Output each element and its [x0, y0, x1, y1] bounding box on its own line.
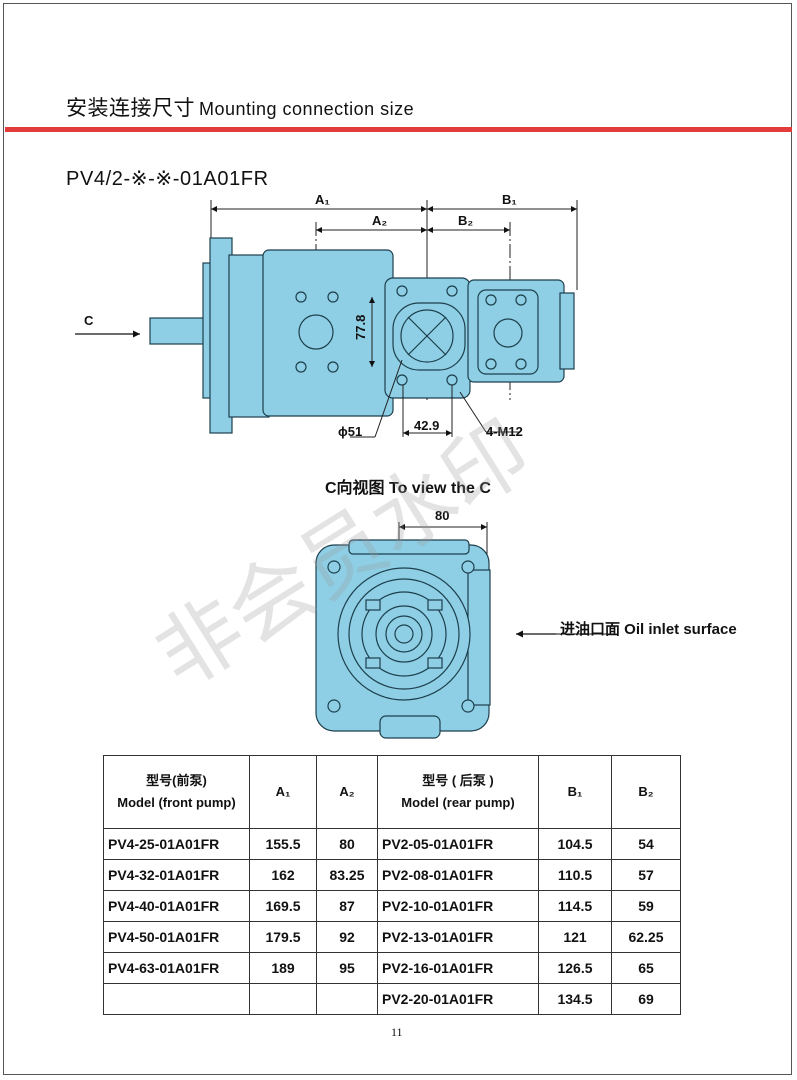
cell-front-model: PV4-32-01A01FR [103, 859, 250, 891]
cell-rear-model: PV2-16-01A01FR [377, 952, 539, 984]
page-border [3, 3, 792, 1075]
col-rear-model-cn: 型号 ( 后泵 ) [422, 773, 494, 788]
col-front-model-cn: 型号(前泵) [146, 773, 207, 788]
cell-rear-model: PV2-13-01A01FR [377, 921, 539, 953]
view-caption: C向视图 To view the C [325, 480, 491, 497]
page-number: 11 [391, 1025, 403, 1039]
col-b1: B₁ [538, 755, 612, 829]
cell-b1: 110.5 [538, 859, 612, 891]
cell-b1: 114.5 [538, 890, 612, 922]
table-row: PV2-20-01A01FR 134.5 69 [103, 983, 681, 1015]
col-front-model: 型号(前泵) Model (front pump) [103, 755, 250, 829]
cell-b1: 104.5 [538, 828, 612, 860]
cell-b2: 65 [611, 952, 681, 984]
cell-b2: 57 [611, 859, 681, 891]
cell-front-model: PV4-25-01A01FR [103, 828, 250, 860]
dim-height-label: 77.8 [353, 315, 368, 340]
cell-rear-model: PV2-05-01A01FR [377, 828, 539, 860]
watermark-text: 非会员水印 [139, 401, 547, 707]
table-row: PV4-32-01A01FR 162 83.25 PV2-08-01A01FR … [103, 859, 681, 891]
pump-front-view [315, 539, 491, 739]
dim-b1-label: B₁ [502, 192, 517, 207]
table-row: PV4-63-01A01FR 189 95 PV2-16-01A01FR 126… [103, 952, 681, 984]
cell-a2: 83.25 [316, 859, 378, 891]
col-b2: B₂ [611, 755, 681, 829]
table-row: PV4-25-01A01FR 155.5 80 PV2-05-01A01FR 1… [103, 828, 681, 860]
cell-b2: 59 [611, 890, 681, 922]
cell-b1: 134.5 [538, 983, 612, 1015]
model-code: PV4/2-※-※-01A01FR [66, 168, 269, 190]
dim-thread-label: 4-M12 [486, 424, 523, 439]
cell-b2: 54 [611, 828, 681, 860]
dim-a1-label: A₁ [315, 192, 330, 207]
cell-rear-model: PV2-08-01A01FR [377, 859, 539, 891]
view-arrow-label: C [84, 313, 94, 328]
cell-front-model: PV4-50-01A01FR [103, 921, 250, 953]
cell-a2: 92 [316, 921, 378, 953]
cell-a2: 80 [316, 828, 378, 860]
section-title-en: Mounting connection size [199, 99, 415, 119]
spec-table: 型号(前泵) Model (front pump) A₁ A₂ 型号 ( 后泵 … [103, 755, 681, 1015]
col-rear-model-en: Model (rear pump) [401, 795, 515, 810]
cell-b1: 121 [538, 921, 612, 953]
section-title-cn: 安装连接尺寸 [66, 96, 195, 120]
cell-a1 [249, 983, 317, 1015]
col-a1: A₁ [249, 755, 317, 829]
cell-front-model [103, 983, 250, 1015]
cell-rear-model: PV2-20-01A01FR [377, 983, 539, 1015]
cell-a2 [316, 983, 378, 1015]
cell-a2: 87 [316, 890, 378, 922]
cell-a1: 189 [249, 952, 317, 984]
dim-phi-label: ϕ51 [338, 424, 362, 439]
dim-b2-label: B₂ [458, 213, 473, 228]
table-row: PV4-40-01A01FR 169.5 87 PV2-10-01A01FR 1… [103, 890, 681, 922]
col-a2: A₂ [316, 755, 378, 829]
dim-a2-label: A₂ [372, 213, 387, 228]
cell-front-model: PV4-63-01A01FR [103, 952, 250, 984]
header-rule [5, 127, 792, 132]
cell-rear-model: PV2-10-01A01FR [377, 890, 539, 922]
dim-spacing-label: 42.9 [414, 418, 439, 433]
pump-side-view [149, 237, 575, 434]
cell-a1: 179.5 [249, 921, 317, 953]
dim-width-label: 80 [435, 508, 449, 523]
cell-b1: 126.5 [538, 952, 612, 984]
col-rear-model: 型号 ( 后泵 ) Model (rear pump) [377, 755, 539, 829]
cell-a1: 169.5 [249, 890, 317, 922]
watermark: 非会员水印 [139, 401, 547, 707]
col-front-model-en: Model (front pump) [117, 795, 236, 810]
cell-b2: 69 [611, 983, 681, 1015]
cell-a2: 95 [316, 952, 378, 984]
side-dimensions [350, 297, 520, 438]
cell-a1: 162 [249, 859, 317, 891]
technical-drawing: A₁ A₂ B₂ B₁ [75, 192, 614, 739]
inlet-label: 进油口面 Oil inlet surface [560, 621, 737, 638]
table-row: PV4-50-01A01FR 179.5 92 PV2-13-01A01FR 1… [103, 921, 681, 953]
cell-a1: 155.5 [249, 828, 317, 860]
cell-b2: 62.25 [611, 921, 681, 953]
cell-front-model: PV4-40-01A01FR [103, 890, 250, 922]
table-header-row: 型号(前泵) Model (front pump) A₁ A₂ 型号 ( 后泵 … [103, 755, 681, 829]
